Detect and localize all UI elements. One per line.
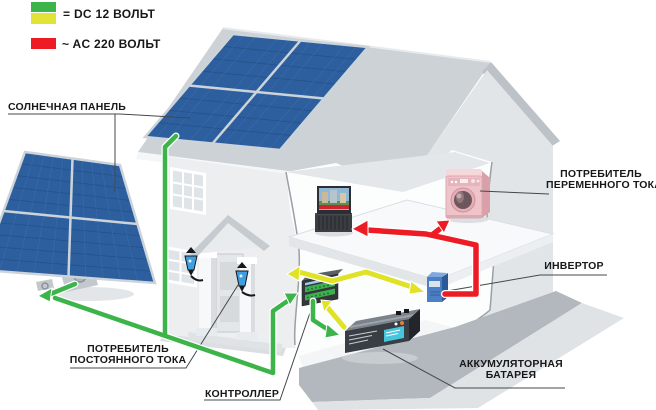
washing-machine — [445, 169, 490, 223]
legend-swatch-yellow — [31, 13, 56, 24]
arrow-to-washer — [435, 219, 451, 235]
label-battery: АККУМУЛЯТОРНАЯ БАТАРЕЯ — [459, 358, 563, 381]
arrow-battery-to-controller — [320, 299, 333, 314]
porch-lantern-left — [184, 247, 204, 282]
arrow-to-lantern — [286, 265, 301, 282]
porch-lantern-right — [235, 262, 256, 297]
arrow-to-controller — [283, 292, 299, 306]
wire-12v-dc — [286, 265, 427, 331]
ground-solar-array — [0, 150, 157, 292]
arrow-to-tv — [350, 219, 369, 238]
leader-lines — [8, 113, 607, 401]
legend-swatch-green — [31, 2, 56, 12]
legend-swatch-red — [31, 38, 56, 49]
upper-window — [170, 167, 206, 216]
washer-door — [450, 187, 476, 213]
porch-column-left — [196, 251, 217, 336]
arrow-to-inverter — [408, 280, 427, 295]
label-inverter: ИНВЕРТОР — [544, 260, 604, 272]
arrow-to-tracker — [36, 287, 53, 303]
porch-column-right — [237, 257, 257, 340]
roof-solar-array — [142, 32, 371, 152]
arrow-to-battery — [324, 323, 342, 339]
legend-ac-label: ~ AC 220 ВОЛЬТ — [62, 37, 161, 51]
legend-dc-label: = DC 12 ВОЛЬТ — [63, 7, 156, 21]
label-controller: КОНТРОЛЛЕР — [204, 388, 280, 400]
tv-set — [315, 186, 353, 237]
label-dc-consumer: ПОТРЕБИТЕЛЬ ПОСТОЯННОГО ТОКА — [69, 343, 187, 366]
wire-solar-dc — [36, 132, 342, 377]
battery-device — [342, 309, 420, 364]
label-ac-consumer: ПОТРЕБИТЕЛЬ ПЕРЕМЕННОГО ТОКА — [546, 168, 656, 191]
label-solar-panel: СОЛНЕЧНАЯ ПАНЕЛЬ — [8, 101, 127, 113]
tv-screen — [319, 188, 349, 210]
wire-220v-ac — [350, 219, 480, 298]
